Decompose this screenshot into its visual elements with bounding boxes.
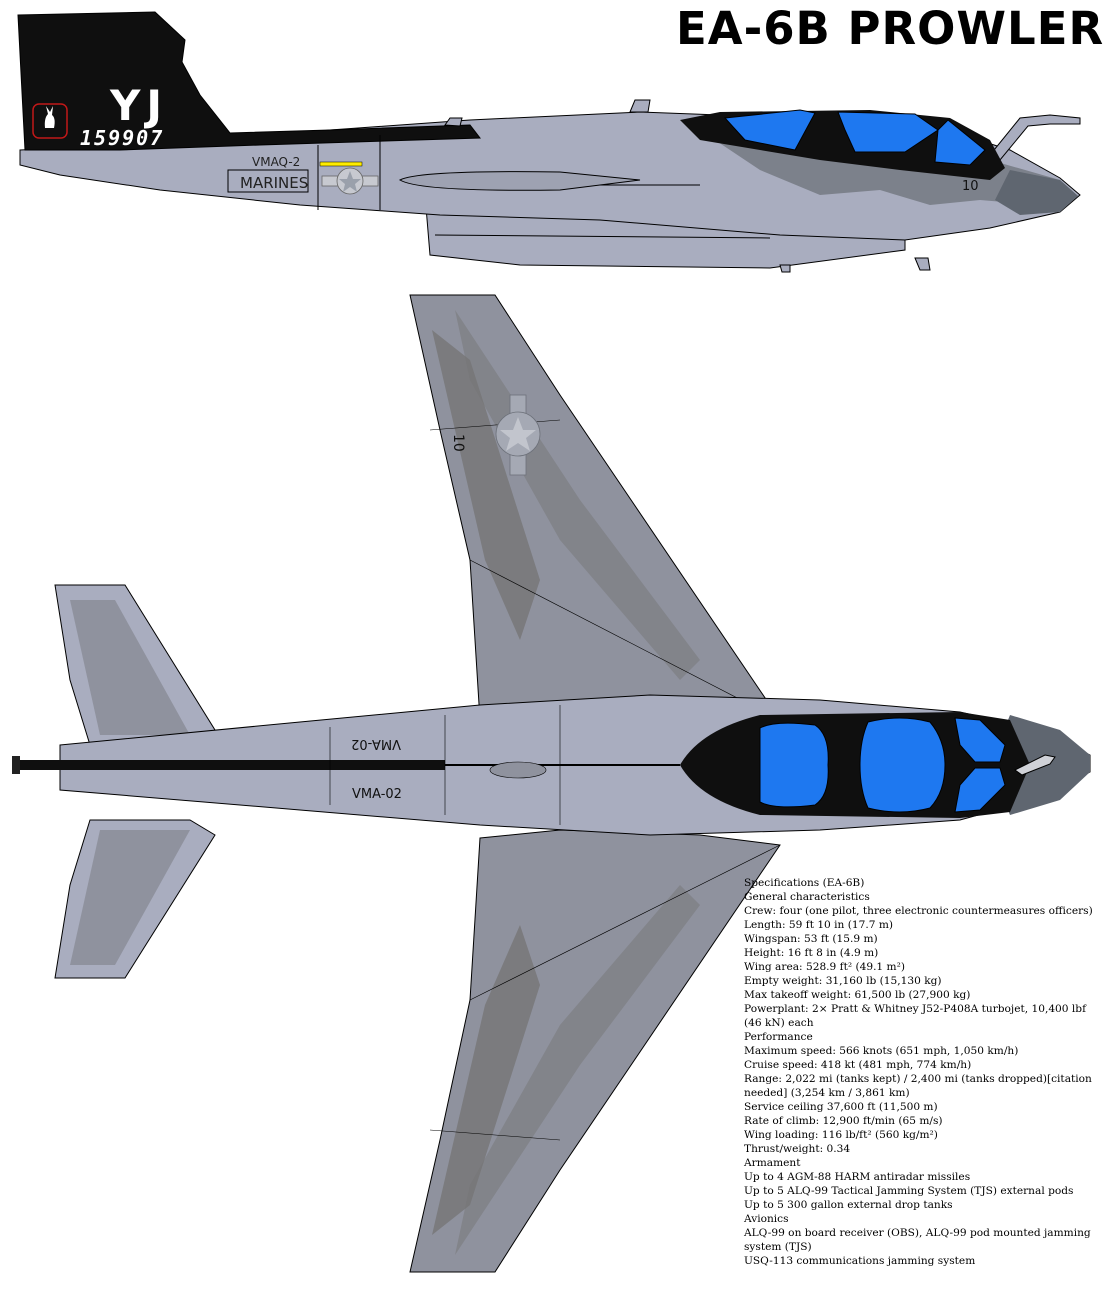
specifications-text: Specifications (EA-6B) General character…	[744, 876, 1099, 1268]
top-fuselage	[12, 694, 1091, 836]
service-label: MARINES	[240, 174, 308, 192]
spec-line: Empty weight: 31,160 lb (15,130 kg)	[744, 975, 942, 987]
us-star-roundel-icon	[495, 394, 541, 476]
spec-line: Wing area: 528.9 ft² (49.1 m²)	[744, 961, 905, 973]
spec-line: Avionics	[744, 1213, 789, 1225]
wing-number: 10	[450, 434, 466, 452]
spec-line: Armament	[744, 1157, 801, 1169]
side-view-drawing: YJ 159907 VMAQ-2 MARINES 10	[17, 11, 1081, 273]
spec-line: ALQ-99 on board receiver (OBS), ALQ-99 p…	[744, 1227, 1091, 1253]
side-fuselage	[17, 11, 1081, 273]
spec-line: Performance	[744, 1031, 813, 1043]
serial-number: 159907	[80, 126, 164, 150]
wing-code-upper: VMA-02	[351, 736, 401, 751]
spec-line: Thrust/weight: 0.34	[744, 1143, 851, 1155]
spec-line: Range: 2,022 mi (tanks kept) / 2,400 mi …	[744, 1073, 1092, 1099]
spec-line: Crew: four (one pilot, three electronic …	[744, 905, 1093, 917]
spec-line: Cruise speed: 418 kt (481 mph, 774 km/h)	[744, 1059, 972, 1071]
modex-number: 10	[962, 179, 979, 194]
spec-line: Maximum speed: 566 knots (651 mph, 1,050…	[744, 1045, 1019, 1057]
spec-line: Wingspan: 53 ft (15.9 m)	[744, 933, 878, 945]
tail-code: YJ	[109, 81, 168, 130]
top-wings	[409, 294, 781, 1273]
squadron-label: VMAQ-2	[252, 155, 300, 169]
us-star-roundel-icon	[321, 167, 379, 195]
spec-line: Up to 5 300 gallon external drop tanks	[744, 1199, 953, 1211]
wing-code-lower: VMA-02	[352, 787, 402, 802]
spec-line: Wing loading: 116 lb/ft² (560 kg/m²)	[744, 1129, 938, 1141]
spec-line: Max takeoff weight: 61,500 lb (27,900 kg…	[744, 989, 971, 1001]
spec-line: Service ceiling 37,600 ft (11,500 m)	[744, 1101, 938, 1113]
spec-line: Height: 16 ft 8 in (4.9 m)	[744, 947, 879, 959]
spec-line: USQ-113 communications jamming system	[744, 1255, 976, 1267]
top-tailplanes	[54, 584, 216, 979]
playboy-bunny-icon	[32, 103, 68, 139]
spec-line: Powerplant: 2× Pratt & Whitney J52-P408A…	[744, 1003, 1086, 1029]
spec-line: Up to 4 AGM-88 HARM antiradar missiles	[744, 1171, 971, 1183]
spec-line: Rate of climb: 12,900 ft/min (65 m/s)	[744, 1115, 943, 1127]
spec-line: Specifications (EA-6B)	[744, 877, 865, 889]
top-view-drawing: 10 VMA-02 VMA-02	[12, 294, 1091, 1273]
spec-line: Length: 59 ft 10 in (17.7 m)	[744, 919, 894, 931]
spec-line: Up to 5 ALQ-99 Tactical Jamming System (…	[744, 1185, 1074, 1197]
page-title: EA-6B PROWLER	[676, 2, 1105, 55]
spec-line: General characteristics	[744, 891, 870, 903]
